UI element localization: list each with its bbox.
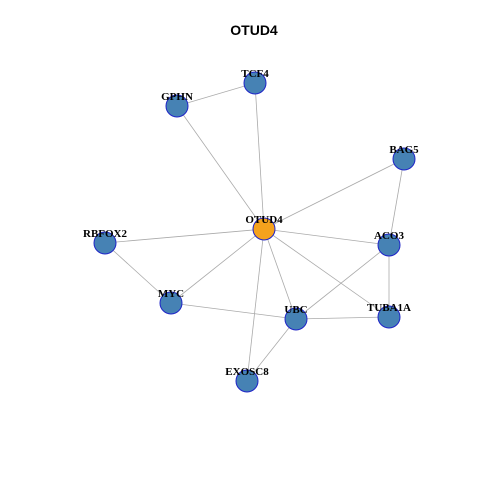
edge-otud4-tuba1a: [263, 228, 390, 318]
node-otud4: OTUD4: [245, 214, 283, 241]
node-circle-ubc: [284, 307, 308, 331]
node-label-myc: MYC: [158, 288, 184, 300]
node-exosc8: EXOSC8: [225, 366, 269, 393]
node-gphn: GPHN: [161, 91, 193, 118]
node-label-tuba1a: TUBA1A: [367, 302, 411, 314]
edge-otud4-aco3: [263, 228, 390, 246]
node-label-aco3: ACO3: [374, 230, 404, 242]
edge-ubc-exosc8: [246, 318, 297, 382]
node-circle-gphn: [165, 94, 189, 118]
edge-otud4-gphn: [176, 105, 265, 230]
node-rbfox2: RBFOX2: [83, 228, 128, 255]
edge-bag5-aco3: [388, 158, 405, 246]
edge-otud4-bag5: [263, 158, 405, 230]
node-circle-rbfox2: [93, 231, 117, 255]
node-circle-exosc8: [235, 369, 259, 393]
node-aco3: ACO3: [374, 230, 404, 257]
edge-tcf4-gphn: [176, 82, 256, 107]
node-ubc: UBC: [284, 304, 308, 331]
node-label-bag5: BAG5: [389, 144, 419, 156]
node-bag5: BAG5: [389, 144, 419, 171]
node-label-tcf4: TCF4: [241, 68, 269, 80]
edge-otud4-myc: [170, 228, 265, 304]
node-label-gphn: GPHN: [161, 91, 193, 103]
node-circle-tuba1a: [377, 305, 401, 329]
node-label-ubc: UBC: [284, 304, 307, 316]
node-circle-otud4: [252, 217, 276, 241]
node-tuba1a: TUBA1A: [367, 302, 411, 329]
node-circle-bag5: [392, 147, 416, 171]
graph-title: OTUD4: [230, 22, 278, 38]
edge-myc-ubc: [170, 302, 297, 320]
edge-otud4-rbfox2: [104, 228, 265, 244]
node-myc: MYC: [158, 288, 184, 315]
edge-otud4-tcf4: [254, 82, 265, 230]
edge-otud4-ubc: [263, 228, 297, 320]
node-label-otud4: OTUD4: [245, 214, 283, 226]
edge-layer: [104, 82, 405, 382]
node-tcf4: TCF4: [241, 68, 269, 95]
edge-ubc-tuba1a: [295, 316, 390, 320]
node-label-rbfox2: RBFOX2: [83, 228, 128, 240]
edge-otud4-exosc8: [246, 228, 265, 382]
node-circle-myc: [159, 291, 183, 315]
edge-rbfox2-myc: [104, 242, 172, 304]
node-circle-tcf4: [243, 71, 267, 95]
node-circle-aco3: [377, 233, 401, 257]
edge-aco3-ubc: [295, 244, 390, 320]
node-label-exosc8: EXOSC8: [225, 366, 269, 378]
